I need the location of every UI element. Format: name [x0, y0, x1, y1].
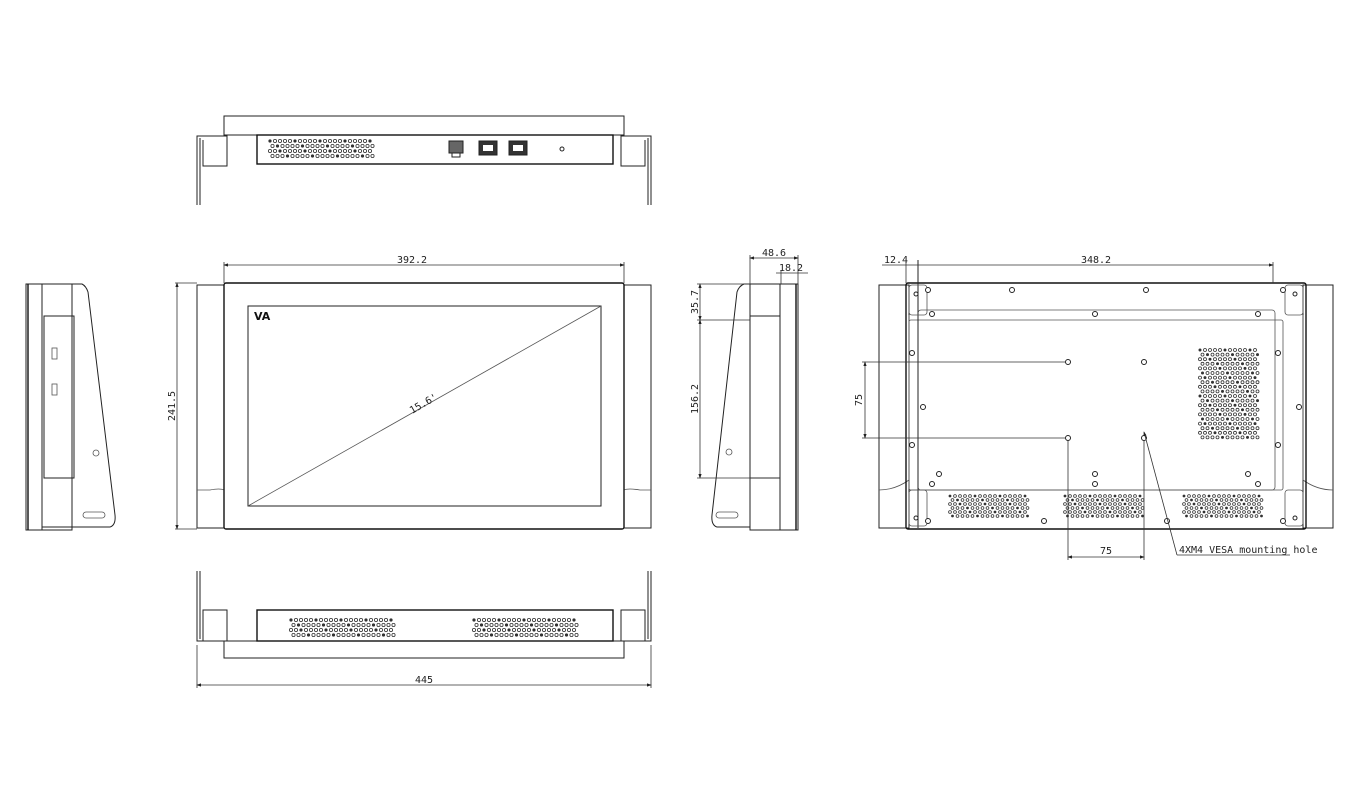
- rj45-port-icon: [478, 140, 498, 156]
- front-width-dimension: 392.2: [397, 255, 427, 266]
- depth-dimension: 48.6: [762, 248, 786, 259]
- va-label: VA: [254, 310, 271, 323]
- front-view: VA 15.6' 392.2 241.5: [167, 255, 652, 530]
- screw-holes: [909, 287, 1302, 524]
- vesa-horizontal-dimension: 75: [1100, 546, 1112, 557]
- power-terminal-icon: [448, 140, 464, 158]
- rear-view: 12.4 348.2 75 75 4XM4 VESA mounting hole: [854, 255, 1334, 560]
- rear-vent-grilles: [948, 348, 1264, 518]
- bottom-vent-grilles: [288, 618, 579, 638]
- bottom-view: 445: [196, 571, 652, 688]
- led-indicator-icon: [559, 146, 565, 152]
- front-height-dimension: 241.5: [167, 391, 178, 421]
- panel-depth-dimension: 18.2: [779, 263, 803, 274]
- edge-offset-dimension: 12.4: [884, 255, 908, 266]
- vesa-note: 4XM4 VESA mounting hole: [1179, 545, 1317, 556]
- vesa-holes: [1065, 359, 1147, 441]
- left-side-view: [25, 283, 116, 531]
- vesa-vertical-dimension: 75: [854, 394, 865, 406]
- right-side-view: 48.6 18.2 35.7 156.2: [690, 248, 808, 531]
- top-view: [196, 115, 652, 205]
- top-offset-dimension: 35.7: [690, 290, 701, 314]
- rj45-port-icon: [508, 140, 528, 156]
- vertical-dimension: 156.2: [690, 384, 701, 414]
- diagonal-size-label: 15.6': [408, 392, 440, 417]
- overall-width-dimension: 445: [415, 675, 433, 686]
- top-vent-grille: [267, 138, 375, 158]
- rear-width-dimension: 348.2: [1081, 255, 1111, 266]
